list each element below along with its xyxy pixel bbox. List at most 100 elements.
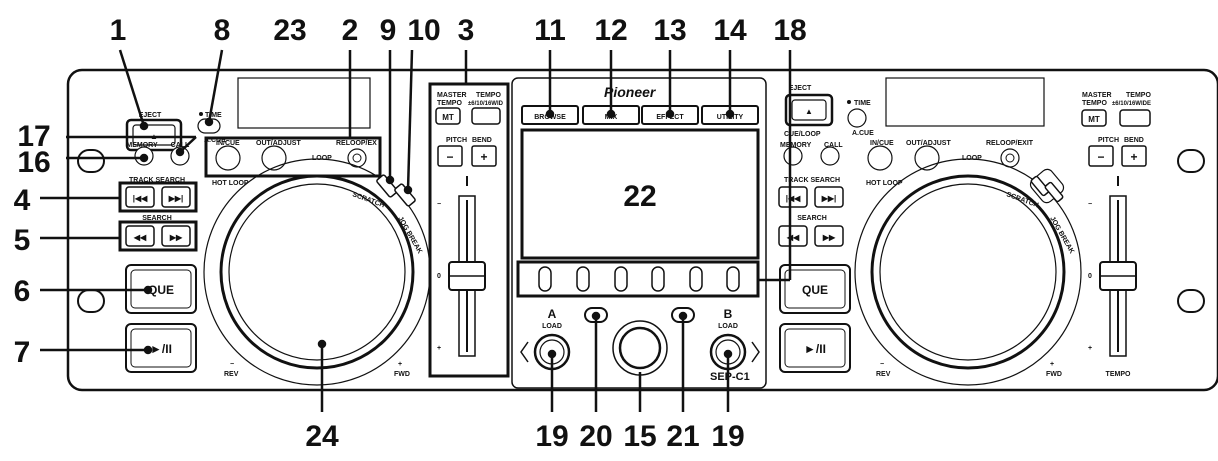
right-bend-label: BEND — [1124, 137, 1144, 144]
callout-leaders — [40, 49, 792, 412]
center-softkey-5[interactable] — [689, 266, 703, 292]
left-rev-search-button[interactable] — [125, 225, 155, 247]
leader-13-dot — [665, 109, 675, 119]
center-rotary-selector-inner — [618, 326, 662, 370]
center-softkey-4[interactable] — [651, 266, 665, 292]
callout-2: 2 — [342, 14, 359, 47]
right-pitch-bend-plus[interactable] — [1121, 145, 1147, 167]
left-minus-label: − — [230, 361, 234, 368]
left-fwd-label: FWD — [394, 371, 410, 378]
left-prev-track-button[interactable] — [125, 186, 155, 208]
left-next-track-button[interactable] — [161, 186, 191, 208]
leader-1-dot — [139, 121, 149, 131]
right-tempo-bottom-label: TEMPO — [1106, 371, 1131, 378]
right-mt-label: MT — [1088, 115, 1100, 124]
right-call-button[interactable] — [820, 146, 840, 166]
right-fader-minus-label: − — [1088, 201, 1092, 208]
right-jog-mode-button-2[interactable] — [1044, 181, 1064, 203]
center-softkey-6[interactable] — [726, 266, 740, 292]
left-acue-label: A.CUE — [204, 137, 226, 144]
left-pitch-bend-plus[interactable] — [471, 145, 497, 167]
right-eject-button-inner — [791, 99, 827, 121]
center-softkey-1[interactable] — [538, 266, 552, 292]
left-eject-label: EJECT — [139, 112, 162, 119]
center-model-label: SEP-C1 — [710, 371, 750, 383]
leader-1 — [118, 49, 146, 127]
center-load-b-label: LOAD — [718, 323, 738, 330]
left-in-cue-label: IN/CUE — [216, 140, 240, 147]
right-rev-label: REV — [876, 371, 891, 378]
left-reloop-label: RELOOP/EX — [336, 140, 377, 147]
right-fwd-label: FWD — [1046, 371, 1062, 378]
center-load-a-label: LOAD — [542, 323, 562, 330]
left-fwd-search-button[interactable] — [161, 225, 191, 247]
right-jog-platter — [879, 183, 1057, 361]
callout-10: 10 — [407, 14, 440, 47]
left-tempo-range-button[interactable] — [471, 107, 501, 125]
right-pitch-minus-symbol: − — [1097, 150, 1104, 164]
right-jog-outer-ring — [854, 158, 1082, 386]
callout-6: 6 — [14, 275, 31, 308]
right-fwd-search-symbol: ▶▶ — [822, 233, 836, 242]
left-jog-platter — [228, 183, 406, 361]
right-rev-search-button[interactable] — [778, 225, 808, 247]
callout-16: 16 — [17, 146, 50, 179]
leader-21-dot — [678, 311, 688, 321]
center-softkey-2[interactable] — [576, 266, 590, 292]
left-pitch-bend-minus[interactable] — [437, 145, 463, 167]
callout-24: 24 — [305, 420, 339, 453]
left-out-adjust-button[interactable] — [261, 145, 287, 171]
right-plus-label: + — [1050, 361, 1054, 368]
leader-24-dot — [317, 339, 327, 349]
left-play-button-inner — [130, 328, 192, 368]
center-softkey-3[interactable] — [614, 266, 628, 292]
center-b-label: B — [724, 307, 733, 321]
right-memory-button[interactable] — [783, 146, 803, 166]
right-hot-loop-label: HOT LOOP — [866, 180, 903, 187]
left-loop-section-frame — [204, 136, 382, 178]
rack-hole-left-bottom — [77, 289, 105, 313]
right-display-panel — [885, 77, 1045, 127]
left-fwd-search-symbol: ▶▶ — [169, 233, 183, 242]
right-tempo-range-button[interactable] — [1119, 109, 1151, 127]
right-tempo-range-label: ±6/10/16WIDE — [1112, 101, 1151, 107]
left-mt-label: MT — [442, 113, 454, 122]
left-plus-label: + — [398, 361, 402, 368]
right-master-label: MASTER — [1082, 92, 1112, 99]
callout-19a: 19 — [535, 420, 568, 453]
callout-4: 4 — [14, 184, 31, 217]
right-prev-track-button[interactable] — [778, 186, 808, 208]
left-in-cue-button[interactable] — [215, 145, 241, 171]
left-mt-button[interactable] — [435, 107, 461, 125]
leader-8 — [207, 49, 224, 123]
left-out-adjust-label: OUT/ADJUST — [256, 140, 301, 147]
left-reloop-button-inner — [352, 153, 362, 163]
right-fader-zero-label: 0 — [1088, 273, 1092, 280]
right-in-cue-label: IN/CUE — [870, 140, 894, 147]
center-lcd-screen — [520, 128, 760, 260]
leader-11-dot — [545, 109, 555, 119]
callout-21: 21 — [666, 420, 699, 453]
right-fwd-search-button[interactable] — [814, 225, 844, 247]
right-jog-mode-button-1[interactable] — [1030, 175, 1050, 197]
left-hot-loop-label: HOT LOOP — [212, 180, 249, 187]
callout-8: 8 — [214, 14, 231, 47]
callout-20: 20 — [579, 420, 612, 453]
right-in-cue-button[interactable] — [867, 145, 893, 171]
left-prev-track-symbol: |◀◀ — [133, 194, 148, 203]
left-fader-plus-label: + — [437, 345, 441, 352]
right-mt-button[interactable] — [1081, 109, 1107, 127]
leader-7-dot — [143, 345, 153, 355]
leader-8-dot — [204, 117, 214, 127]
right-track-search-label: TRACK SEARCH — [784, 177, 840, 184]
right-pitch-bend-minus[interactable] — [1088, 145, 1114, 167]
right-pitch-label: PITCH — [1098, 137, 1119, 144]
leader-14-dot — [725, 109, 735, 119]
left-master-tempo-label: TEMPO — [437, 100, 462, 107]
right-reloop-button-inner — [1005, 153, 1015, 163]
left-loop-label: LOOP — [312, 155, 332, 162]
right-play-button-inner — [784, 328, 846, 368]
right-time-button[interactable] — [847, 108, 867, 128]
left-master-label: MASTER — [437, 92, 467, 99]
right-next-track-button[interactable] — [814, 186, 844, 208]
